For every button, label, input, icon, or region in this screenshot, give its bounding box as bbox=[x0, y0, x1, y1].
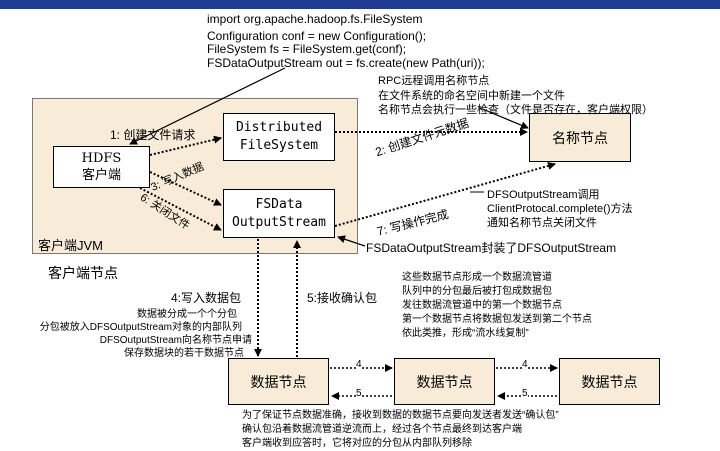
split-note-line4: 保存数据块的若干数据节点 bbox=[124, 348, 244, 359]
pipe-note-line3: 发往数据流管道中的第一个数据节点 bbox=[402, 300, 562, 311]
code-to-client-arrow bbox=[129, 67, 286, 145]
code-line-3: FileSystem fs = FileSystem.get(conf); bbox=[207, 42, 407, 56]
wrap-note: FSDataOutputStream封装了DFSOutputStream bbox=[366, 241, 617, 255]
fsdos-line2: OutputStream bbox=[232, 214, 326, 230]
split-note-line1: 数据被分成一个个分包 bbox=[137, 309, 237, 320]
datanode-box-2: 数据节点 bbox=[394, 358, 495, 405]
step1-arrow bbox=[149, 135, 222, 156]
step6-arrow bbox=[139, 187, 222, 231]
namenode-label: 名称节点 bbox=[552, 129, 608, 146]
hdfs-client-line2: 客户端 bbox=[81, 168, 121, 183]
ack-note-line3: 客户端收到应答时，它将对应的分包从内部队列移除 bbox=[242, 438, 472, 449]
code-line-2: Configuration conf = new Configuration()… bbox=[207, 29, 427, 43]
pipe4-label-a: 4 bbox=[356, 359, 362, 370]
datanode-label-3: 数据节点 bbox=[581, 373, 638, 390]
client-node-label: 客户端节点 bbox=[48, 265, 118, 281]
pipe-note-line4: 第一个数据节点将数据包发送到第二个节点 bbox=[402, 314, 592, 325]
top-banner bbox=[0, 0, 720, 9]
code-line-4: FSDataOutputStream out = fs.create(new P… bbox=[207, 56, 485, 70]
datanode-label-2: 数据节点 bbox=[416, 373, 473, 390]
rpc-note-line1: RPC远程调用名称节点 bbox=[378, 75, 490, 87]
complete-note-line2: ClientProtocal.complete()方法 bbox=[487, 203, 633, 215]
step1-label: 1: 创建文件请求 bbox=[110, 128, 196, 142]
hdfs-client-box: HDFS 客户端 bbox=[53, 146, 150, 188]
pipe-note-line5: 依此类推，形成“流水线复制” bbox=[402, 328, 529, 339]
split-note-line3: DFSOutputStream向名称节点申请 bbox=[99, 335, 252, 346]
split-note-line2: 分包被放入DFSOutputStream对象的内部队列 bbox=[39, 322, 242, 333]
datanode-box-1: 数据节点 bbox=[228, 358, 329, 405]
step5-label: 5:接收确认包 bbox=[307, 291, 378, 305]
pipe-note-line2: 队列中的分包最后被打包成数据包 bbox=[402, 286, 552, 297]
dfs-line1: Distributed bbox=[235, 120, 323, 135]
rpc-note-line3: 名称节点会执行一些检查（文件是否存在，客户端权限） bbox=[378, 104, 653, 116]
namenode-box: 名称节点 bbox=[529, 113, 631, 162]
step4-label: 4:写入数据包 bbox=[171, 291, 242, 305]
datanode-label-1: 数据节点 bbox=[250, 373, 307, 390]
wrap-note-pointer bbox=[337, 235, 366, 247]
pipe5-label-a: 5 bbox=[356, 388, 362, 399]
datanode-box-3: 数据节点 bbox=[559, 358, 660, 405]
rpc-note-pointer bbox=[479, 107, 529, 129]
complete-note-line1: DFSOutputStream调用 bbox=[487, 189, 600, 201]
fsdata-outputstream-box: FSData OutputStream bbox=[223, 189, 335, 238]
client-jvm-label: 客户端JVM bbox=[38, 238, 104, 253]
distributed-filesystem-box: Distributed FileSystem bbox=[223, 113, 335, 161]
step3-arrow bbox=[149, 171, 222, 206]
code-line-1: import org.apache.hadoop.fs.FileSystem bbox=[207, 12, 423, 26]
fsdos-line1: FSData bbox=[255, 196, 303, 212]
pipe5-label-b: 5 bbox=[522, 388, 528, 399]
ack-note-line2: 确认包沿着数据流管道逆流而上，经过各个节点最终到达客户端 bbox=[242, 424, 522, 435]
rpc-note-line2: 在文件系统的命名空间中新建一个文件 bbox=[378, 90, 565, 102]
dfs-line2: FileSystem bbox=[239, 138, 319, 153]
hdfs-client-line1: HDFS bbox=[81, 151, 122, 166]
pipe-note-line1: 这些数据节点形成一个数据流管道 bbox=[402, 272, 552, 283]
pipe4-label-b: 4 bbox=[522, 359, 528, 370]
complete-note-line3: 通知名称节点关闭文件 bbox=[487, 217, 597, 229]
ack-note-line1: 为了保证节点数据准确，接收到数据的数据节点要向发送者发送“确认包” bbox=[242, 410, 559, 421]
